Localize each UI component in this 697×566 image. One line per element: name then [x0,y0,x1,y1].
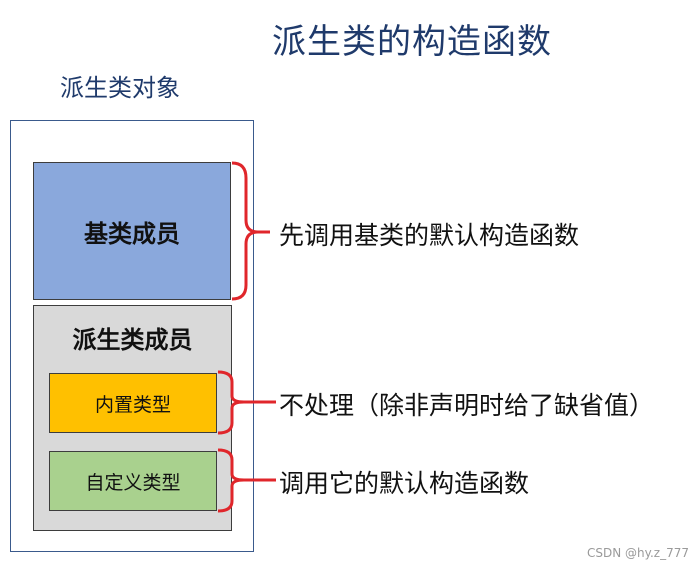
note-builtin: 不处理（除非声明时给了缺省值） [279,391,655,420]
base-brace [231,161,259,301]
base-members-label: 基类成员 [84,219,180,248]
custom-types-box: 自定义类型 [49,451,217,511]
watermark: CSDN @hy.z_777 [586,546,689,560]
builtin-brace [217,370,245,435]
custom-types-label: 自定义类型 [85,471,181,494]
derived-object-label: 派生类对象 [60,74,180,102]
derived-members-label: 派生类成员 [72,326,193,354]
note-base-constructor: 先调用基类的默认构造函数 [279,221,580,250]
builtin-types-box: 内置类型 [49,373,217,433]
diagram-title: 派生类的构造函数 [272,22,552,62]
builtin-types-label: 内置类型 [94,393,171,416]
base-members-box: 基类成员 [33,162,231,300]
note-custom: 调用它的默认构造函数 [279,469,530,498]
custom-brace [217,448,245,513]
derived-object-frame [10,120,254,552]
